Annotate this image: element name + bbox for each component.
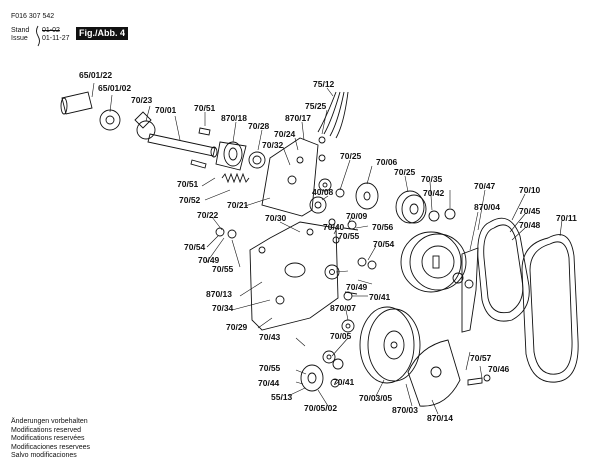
- part-label: 70/55: [212, 264, 234, 274]
- main-v-pulley: [359, 306, 421, 384]
- note-line: Modifications reserved: [11, 426, 82, 434]
- part-label: 70/51: [177, 179, 199, 189]
- stand-label: Stand: [11, 27, 30, 34]
- part-label: 70/55: [259, 363, 281, 373]
- note-line: Änderungen vorbehalten: [11, 418, 88, 425]
- part-label: 40/08: [312, 187, 334, 197]
- part-label: 75/12: [313, 79, 335, 89]
- part-label: 70/05/02: [304, 403, 338, 413]
- belt-cover: [407, 339, 461, 407]
- part-label: 70/28: [248, 121, 270, 131]
- doc-number: F016 307 542: [11, 13, 55, 20]
- part-label: 70/25: [394, 167, 416, 177]
- part-label: 75/25: [305, 101, 327, 111]
- part-label: 70/23: [131, 95, 153, 105]
- part-label: 70/01: [155, 105, 177, 115]
- part-label: 70/05: [330, 331, 352, 341]
- small-v-pulley: [395, 190, 456, 224]
- part-label: 70/29: [226, 322, 248, 332]
- part-label: 65/01/02: [98, 83, 132, 93]
- bolt-70-46: [467, 377, 483, 386]
- part-label: 70/54: [184, 242, 206, 252]
- part-label: 70/49: [198, 255, 220, 265]
- part-label: 70/03/05: [359, 393, 393, 403]
- control-cables: [317, 91, 349, 139]
- part-label: 70/43: [259, 332, 281, 342]
- part-label: 70/24: [274, 129, 296, 139]
- part-label: 70/42: [423, 188, 445, 198]
- part-label: 70/06: [376, 157, 398, 167]
- figure-badge: Fig./Abb. 4: [76, 27, 128, 40]
- frame-plate: [249, 221, 339, 331]
- header-bracket: [36, 25, 40, 47]
- drive-belt-large: [521, 234, 579, 383]
- part-label: 870/13: [206, 289, 232, 299]
- part-label: 65/01/22: [79, 70, 113, 80]
- issue-label: Issue: [11, 35, 28, 42]
- part-label: 870/18: [221, 113, 247, 123]
- part-label: 70/49: [346, 282, 368, 292]
- note-line: Salvo modificaciones: [11, 452, 77, 459]
- part-label: 70/10: [519, 185, 541, 195]
- part-label: 70/09: [346, 211, 368, 221]
- part-label: 70/55: [338, 231, 360, 241]
- part-label: 70/41: [333, 377, 355, 387]
- part-label: 55/13: [271, 392, 293, 402]
- part-label: 70/45: [519, 206, 541, 216]
- part-label: 70/44: [258, 378, 280, 388]
- tension-spring: [221, 172, 250, 184]
- belt-guard-bracket: [461, 247, 479, 333]
- note-line: Modificaciones reservees: [11, 443, 90, 451]
- part-label: 70/57: [470, 353, 492, 363]
- part-label: 70/48: [519, 220, 541, 230]
- part-label: 70/22: [197, 210, 219, 220]
- part-label: 70/34: [212, 303, 234, 313]
- part-label: 70/40: [323, 222, 345, 232]
- part-label: 70/47: [474, 181, 496, 191]
- modification-notes: Änderungen vorbehalten Modifications res…: [11, 418, 90, 461]
- part-label: 70/11: [556, 213, 577, 223]
- part-label: 70/54: [373, 239, 395, 249]
- note-line: Modifications reservées: [11, 435, 85, 442]
- part-label: 870/14: [427, 413, 453, 423]
- part-label: 70/41: [369, 292, 391, 302]
- part-label: 70/32: [262, 140, 284, 150]
- leader-lines: [91, 82, 563, 415]
- part-label: 70/56: [372, 222, 394, 232]
- large-v-pulley: [400, 231, 474, 293]
- part-label: 870/07: [330, 303, 356, 313]
- part-label: 70/35: [421, 174, 443, 184]
- part-label: 870/03: [392, 405, 418, 415]
- part-label: 70/51: [194, 103, 216, 113]
- part-label: 70/52: [179, 195, 201, 205]
- drive-shaft-assembly: [60, 91, 218, 158]
- drive-belt-small: [477, 217, 530, 322]
- lower-pulley-stack: [300, 319, 355, 392]
- part-label: 70/25: [340, 151, 362, 161]
- stand-date: 01-02: [42, 27, 60, 34]
- part-label: 70/46: [488, 364, 510, 374]
- part-label: 870/17: [285, 113, 311, 123]
- flange-and-bearing: [190, 141, 266, 171]
- issue-date: 01-11-27: [42, 35, 70, 42]
- idler-pulley: [355, 182, 379, 210]
- part-label: 70/21: [227, 200, 249, 210]
- part-label: 70/30: [265, 213, 287, 223]
- part-label: 870/04: [474, 202, 500, 212]
